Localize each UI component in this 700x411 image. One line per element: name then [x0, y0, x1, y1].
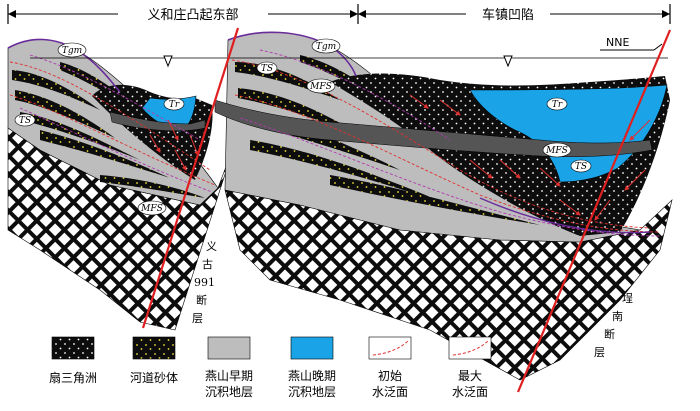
water-level: [30, 55, 668, 68]
left-region-title: 义和庄凸起东部: [147, 7, 238, 23]
legend-label-early-yanshan-2: 沉积地层: [205, 385, 253, 399]
oval-mfs-right: MFS: [542, 142, 572, 158]
yigu-991-fault-line: [141, 27, 240, 329]
svg-text:TS: TS: [261, 64, 273, 74]
header-bar: 义和庄凸起东部 车镇凹陷: [7, 4, 671, 24]
right-fault-char-1: 埕: [622, 292, 633, 305]
legend-label-max-flood-1: 最大: [458, 369, 482, 383]
water-level-marker-left: [163, 55, 173, 68]
legend-label-initial-flood-2: 水泛面: [372, 385, 408, 399]
svg-text:Tr: Tr: [169, 100, 180, 110]
svg-text:Tr: Tr: [552, 100, 563, 110]
legend-item-max-flood: 最大 水泛面: [448, 336, 492, 399]
faults: [141, 27, 672, 393]
legend-item-late-yanshan: 燕山晚期 沉积地层: [288, 336, 336, 399]
legend-label-max-flood-2: 水泛面: [452, 385, 488, 399]
legend-label-late-yanshan-2: 沉积地层: [288, 385, 336, 399]
oval-mfs-left: MFS: [137, 200, 167, 216]
left-fault-char-3: 991: [194, 276, 215, 289]
legend-label-fan-delta: 扇三角洲: [49, 370, 97, 385]
oval-mfs-right-top: MFS: [306, 78, 336, 94]
right-fault-label: 埕 南 断 层: [594, 292, 633, 359]
legend: 扇三角洲 河道砂体 燕山早期 沉积地层 燕山晚期 沉积地层 初始 水泛面 最大 …: [49, 336, 492, 399]
water-level-marker-right: [503, 55, 513, 68]
legend-swatch-early-yanshan: [207, 336, 251, 360]
svg-text:TS: TS: [575, 162, 587, 172]
oval-ts-right-top: TS: [256, 61, 278, 75]
svg-text:MFS: MFS: [545, 146, 568, 156]
oval-ts-left: TS: [14, 113, 36, 127]
legend-swatch-initial-flood: [368, 336, 412, 360]
legend-swatch-channel-sand: [132, 336, 176, 360]
chengnan-fault-line: [516, 29, 672, 393]
legend-item-initial-flood: 初始 水泛面: [368, 336, 412, 399]
legend-label-channel-sand: 河道砂体: [130, 371, 178, 385]
legend-swatch-fan-delta: [51, 336, 95, 360]
svg-text:Tgm: Tgm: [316, 42, 336, 52]
legend-item-fan-delta: 扇三角洲: [49, 336, 97, 385]
legend-label-initial-flood-1: 初始: [378, 369, 402, 383]
oval-ts-right: TS: [570, 159, 592, 173]
legend-item-early-yanshan: 燕山早期 沉积地层: [205, 336, 253, 399]
left-fault-label: 义 古 991 断 层: [192, 240, 217, 325]
oval-tr-right: Tr: [546, 97, 568, 111]
legend-item-channel-sand: 河道砂体: [130, 336, 178, 385]
svg-text:Tgm: Tgm: [62, 46, 82, 56]
oval-labels: Tgm TS Tr MFS Tgm TS MFS Tr MFS TS: [14, 38, 592, 216]
left-fault-char-1: 义: [206, 240, 217, 253]
svg-text:MFS: MFS: [140, 204, 163, 214]
right-fault-char-3: 断: [604, 327, 615, 341]
svg-text:TS: TS: [19, 116, 31, 126]
legend-label-late-yanshan-1: 燕山晚期: [288, 369, 336, 383]
left-fault-char-4: 断: [196, 293, 207, 307]
right-region-title: 车镇凹陷: [482, 7, 534, 23]
legend-swatch-max-flood: [448, 336, 492, 360]
left-fault-char-5: 层: [192, 312, 203, 325]
right-fault-char-2: 南: [612, 310, 623, 323]
direction-label: NNE: [606, 36, 629, 49]
right-fault-char-4: 层: [594, 346, 605, 359]
left-fault-char-2: 古: [202, 258, 213, 271]
legend-swatch-late-yanshan: [290, 336, 334, 360]
direction-indicator: NNE: [600, 36, 663, 51]
legend-label-early-yanshan-1: 燕山早期: [205, 369, 253, 383]
svg-text:MFS: MFS: [309, 82, 332, 92]
oval-tgm-left: Tgm: [57, 42, 87, 58]
oval-tr-left: Tr: [163, 97, 185, 111]
oval-tgm-right: Tgm: [311, 38, 341, 54]
